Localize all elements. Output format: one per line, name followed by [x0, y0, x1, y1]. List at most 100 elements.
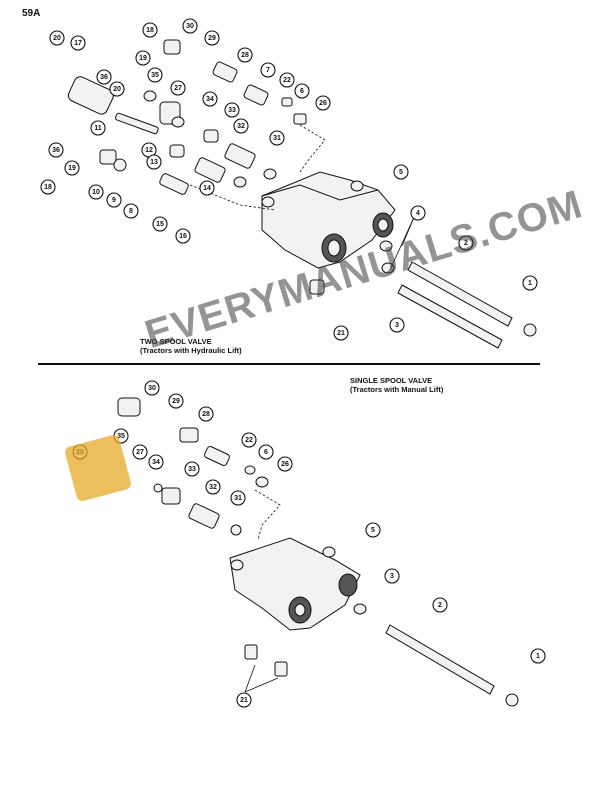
top-callout-29: 29: [204, 30, 220, 46]
svg-text:18: 18: [146, 27, 154, 34]
svg-text:6: 6: [300, 88, 304, 95]
top-small-parts: [67, 39, 325, 295]
bottom-callout-6: 6: [258, 444, 274, 460]
bottom-callout-22: 22: [241, 432, 257, 448]
top-callout-32: 32: [233, 118, 249, 134]
bottom-callout-5: 5: [365, 522, 381, 538]
top-callout-3: 3: [389, 317, 405, 333]
bottom-callout-1: 1: [530, 648, 546, 664]
svg-text:21: 21: [240, 697, 248, 704]
svg-text:1: 1: [528, 280, 532, 287]
top-callout-19: 19: [64, 160, 80, 176]
svg-text:2: 2: [464, 240, 468, 247]
svg-text:3: 3: [390, 573, 394, 580]
bottom-callout-32: 32: [205, 479, 221, 495]
two-spool-title: TWO SPOOL VALVE: [140, 337, 212, 346]
svg-text:28: 28: [202, 411, 210, 418]
svg-text:18: 18: [44, 184, 52, 191]
top-callout-27: 27: [170, 80, 186, 96]
svg-text:30: 30: [186, 23, 194, 30]
svg-text:34: 34: [152, 459, 160, 466]
svg-text:17: 17: [74, 40, 82, 47]
bottom-small-parts: [117, 397, 288, 677]
svg-text:26: 26: [319, 100, 327, 107]
top-callout-36: 36: [96, 69, 112, 85]
bottom-spool: [353, 603, 519, 707]
bottom-callout-21: 21: [236, 692, 252, 708]
single-spool-caption: SINGLE SPOOL VALVE (Tractors with Manual…: [350, 376, 443, 394]
top-callout-4: 4: [410, 205, 426, 221]
svg-text:3: 3: [395, 322, 399, 329]
top-callout-20: 20: [49, 30, 65, 46]
svg-text:31: 31: [273, 135, 281, 142]
top-callout-1: 1: [522, 275, 538, 291]
top-callout-2: 2: [458, 235, 474, 251]
svg-text:36: 36: [100, 74, 108, 81]
svg-text:6: 6: [264, 449, 268, 456]
top-callout-36: 36: [48, 142, 64, 158]
svg-text:29: 29: [208, 35, 216, 42]
svg-text:4: 4: [416, 210, 420, 217]
top-callout-31: 31: [269, 130, 285, 146]
bottom-callout-29: 29: [168, 393, 184, 409]
top-callout-5: 5: [393, 164, 409, 180]
svg-text:27: 27: [136, 449, 144, 456]
svg-text:21: 21: [337, 330, 345, 337]
svg-text:34: 34: [206, 96, 214, 103]
bottom-callout-30: 30: [144, 380, 160, 396]
section-divider: [38, 363, 540, 365]
svg-text:14: 14: [203, 185, 211, 192]
single-spool-subtitle: (Tractors with Manual Lift): [350, 385, 444, 394]
top-callout-9: 9: [106, 192, 122, 208]
top-callout-22: 22: [279, 72, 295, 88]
svg-text:36: 36: [52, 147, 60, 154]
svg-text:12: 12: [145, 147, 153, 154]
top-callout-18: 18: [40, 179, 56, 195]
bottom-callout-2: 2: [432, 597, 448, 613]
svg-text:8: 8: [129, 208, 133, 215]
bottom-callouts: 3029283522202734626333231532121: [72, 380, 546, 708]
svg-text:31: 31: [234, 495, 242, 502]
top-callout-17: 17: [70, 35, 86, 51]
top-leader-lines: [189, 124, 416, 271]
svg-text:30: 30: [148, 385, 156, 392]
bottom-callout-27: 27: [132, 444, 148, 460]
svg-text:35: 35: [151, 72, 159, 79]
svg-text:32: 32: [209, 484, 217, 491]
top-callout-21: 21: [333, 325, 349, 341]
svg-text:20: 20: [53, 35, 61, 42]
top-valve-body: [261, 171, 396, 269]
top-callout-10: 10: [88, 184, 104, 200]
bottom-callout-28: 28: [198, 406, 214, 422]
top-callout-20: 20: [109, 81, 125, 97]
top-callout-33: 33: [224, 102, 240, 118]
svg-text:7: 7: [266, 67, 270, 74]
top-callout-26: 26: [315, 95, 331, 111]
top-callout-19: 19: [135, 50, 151, 66]
top-callout-6: 6: [294, 83, 310, 99]
bottom-callout-26: 26: [277, 456, 293, 472]
top-callout-13: 13: [146, 154, 162, 170]
top-callout-12: 12: [141, 142, 157, 158]
bottom-valve-body: [229, 537, 361, 631]
single-spool-title: SINGLE SPOOL VALVE: [350, 376, 433, 385]
svg-text:26: 26: [281, 461, 289, 468]
svg-text:2: 2: [438, 602, 442, 609]
top-callout-14: 14: [199, 180, 215, 196]
top-callout-8: 8: [123, 203, 139, 219]
svg-text:33: 33: [228, 107, 236, 114]
svg-text:5: 5: [399, 169, 403, 176]
top-callout-15: 15: [152, 216, 168, 232]
bottom-callout-3: 3: [384, 568, 400, 584]
svg-text:29: 29: [172, 398, 180, 405]
top-callout-34: 34: [202, 91, 218, 107]
svg-text:13: 13: [150, 159, 158, 166]
bottom-callout-31: 31: [230, 490, 246, 506]
svg-text:11: 11: [94, 125, 102, 132]
svg-text:19: 19: [68, 165, 76, 172]
top-spools: [379, 240, 537, 349]
two-spool-subtitle: (Tractors with Hydraulic Lift): [140, 346, 242, 355]
bottom-leader-lines: [244, 489, 281, 693]
svg-text:27: 27: [174, 85, 182, 92]
